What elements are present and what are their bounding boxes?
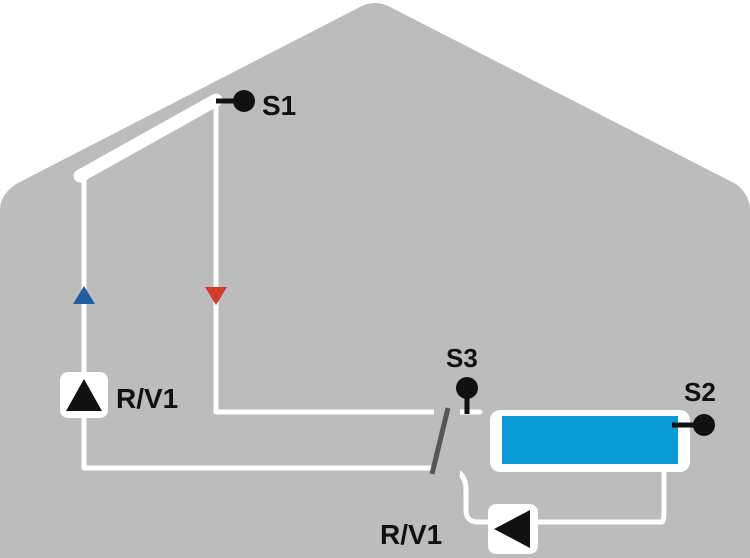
sensor-s1-icon — [216, 90, 255, 112]
collector-pump — [60, 372, 108, 418]
supply-pipe — [213, 97, 447, 415]
sensor-s2-icon — [672, 414, 715, 436]
flow-arrow-down-icon — [205, 287, 227, 305]
pool-water — [502, 416, 678, 464]
sensor-s2-label: S2 — [684, 377, 716, 407]
pipe-network — [73, 93, 667, 525]
pump-triangle-up-icon — [66, 379, 102, 411]
house-outline — [0, 3, 750, 558]
heat-exchanger-icon — [429, 407, 451, 475]
solar-collector — [73, 93, 223, 183]
sensor-s3-icon — [456, 377, 478, 414]
sensor-s3-label: S3 — [446, 343, 478, 373]
pool-loop-pipe — [443, 461, 667, 525]
pump-triangle-left-icon — [494, 510, 530, 548]
pool-pump — [488, 504, 538, 554]
collector-pump-label: R/V1 — [116, 383, 178, 414]
pool-pump-label: R/V1 — [380, 519, 442, 550]
flow-arrow-up-icon — [73, 286, 95, 304]
sensor-s1-label: S1 — [262, 90, 296, 121]
return-pipe — [81, 173, 443, 471]
